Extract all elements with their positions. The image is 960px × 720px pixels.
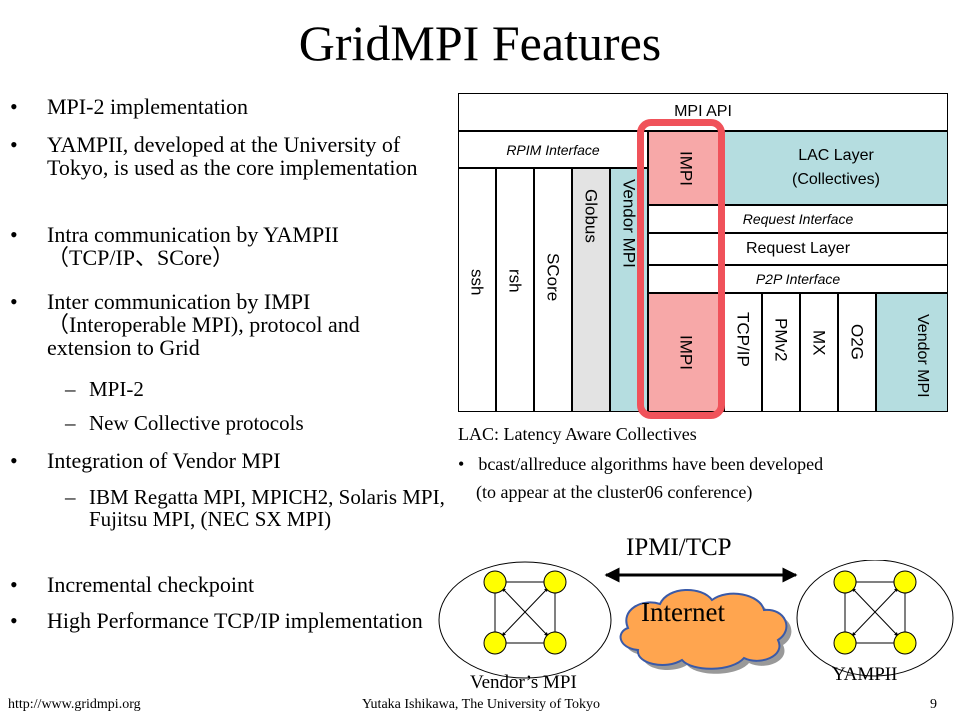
node-icon [893, 570, 917, 594]
rpim-module-score: SCore [534, 168, 572, 412]
list-item: •Incremental checkpoint [10, 572, 255, 597]
p2p-interface: P2P Interface [648, 265, 948, 293]
node-icon [833, 570, 857, 594]
rpim-module-globus: Globus [572, 168, 610, 412]
module-label: IMPI [676, 335, 696, 370]
module-label: ssh [467, 269, 487, 296]
node-icon [833, 631, 857, 655]
rpim-interface-label: RPIM Interface [506, 141, 600, 158]
left-cluster-ellipse [438, 561, 612, 679]
p2p-module-vendor-mpi: Vendor MPI [876, 293, 948, 412]
mpi-api-layer: MPI API [458, 93, 948, 131]
node-icon [893, 631, 917, 655]
internet-cloud-icon [619, 588, 792, 674]
p2p-interface-label: P2P Interface [755, 271, 841, 287]
footer-url[interactable]: http://www.gridmpi.org [8, 697, 141, 712]
list-item: •Intra communication by YAMPII （TCP/IP、S… [10, 222, 339, 270]
p2p-module-tcpip: TCP/IP [724, 293, 762, 412]
protocol-label: IPMI/TCP [626, 534, 732, 561]
module-label: IMPI [676, 150, 696, 186]
footer-author: Yutaka Ishikawa, The University of Tokyo [362, 697, 601, 712]
module-label: Vendor MPI [619, 179, 639, 268]
sub-list-item: –IBM Regatta MPI, MPICH2, Solaris MPI, F… [65, 485, 445, 531]
module-label: MX [809, 330, 829, 356]
list-item: •MPI-2 implementation [10, 94, 249, 119]
lac-note-bullet-text: bcast/allreduce algorithms have been dev… [478, 454, 824, 474]
module-label: TCP/IP [733, 312, 753, 367]
list-item: •YAMPII, developed at the University of … [10, 132, 418, 180]
internet-label: Internet [641, 597, 725, 627]
module-label: O2G [847, 324, 867, 360]
lac-note-paren: (to appear at the cluster06 conference) [476, 482, 753, 502]
module-label: rsh [505, 269, 525, 293]
node-icon [543, 631, 567, 655]
request-layer: Request Layer [648, 233, 948, 265]
node-icon [543, 570, 567, 594]
module-label: PMv2 [771, 318, 791, 362]
page-title: GridMPI Features [298, 15, 662, 71]
mpi-api-label: MPI API [674, 103, 732, 120]
sub-list-item: –MPI-2 [65, 377, 144, 401]
module-label: SCore [543, 253, 563, 302]
node-icon [483, 570, 507, 594]
list-item: •High Performance TCP/IP implementation [10, 608, 423, 633]
request-interface-label: Request Interface [742, 211, 854, 227]
left-cluster-label: Vendor’s MPI [470, 672, 577, 693]
impi-highlight-outline [637, 119, 725, 419]
page-number: 9 [930, 697, 937, 712]
lac-layer-title: LAC Layer [798, 147, 874, 164]
right-cluster-label: YAMPII [832, 664, 898, 685]
rpim-module-rsh: rsh [496, 168, 534, 412]
lac-note-bullet: •bcast/allreduce algorithms have been de… [458, 454, 824, 474]
p2p-module-impi: IMPI [648, 293, 724, 412]
p2p-module-pmv2: PMv2 [762, 293, 800, 412]
list-item: • Inter communication by IMPI （Interoper… [10, 289, 360, 360]
module-label: Globus [581, 189, 601, 243]
request-interface: Request Interface [648, 205, 948, 233]
node-icon [483, 631, 507, 655]
lac-note-heading: LAC: Latency Aware Collectives [458, 424, 697, 444]
list-item: •Integration of Vendor MPI [10, 448, 281, 473]
rpim-interface: RPIM Interface [458, 131, 648, 168]
impi-collective-module: IMPI [648, 131, 724, 205]
p2p-module-mx: MX [800, 293, 838, 412]
request-layer-label: Request Layer [745, 240, 851, 257]
network-illustration [438, 560, 954, 679]
sub-list-item: –New Collective protocols [65, 411, 304, 435]
module-label: Vendor MPI [914, 314, 931, 398]
p2p-module-o2g: O2G [838, 293, 876, 412]
lac-layer-subtitle: (Collectives) [791, 171, 880, 188]
lac-layer: LAC Layer (Collectives) [724, 131, 948, 205]
rpim-module-ssh: ssh [458, 168, 496, 412]
right-cluster-ellipse [796, 560, 954, 677]
